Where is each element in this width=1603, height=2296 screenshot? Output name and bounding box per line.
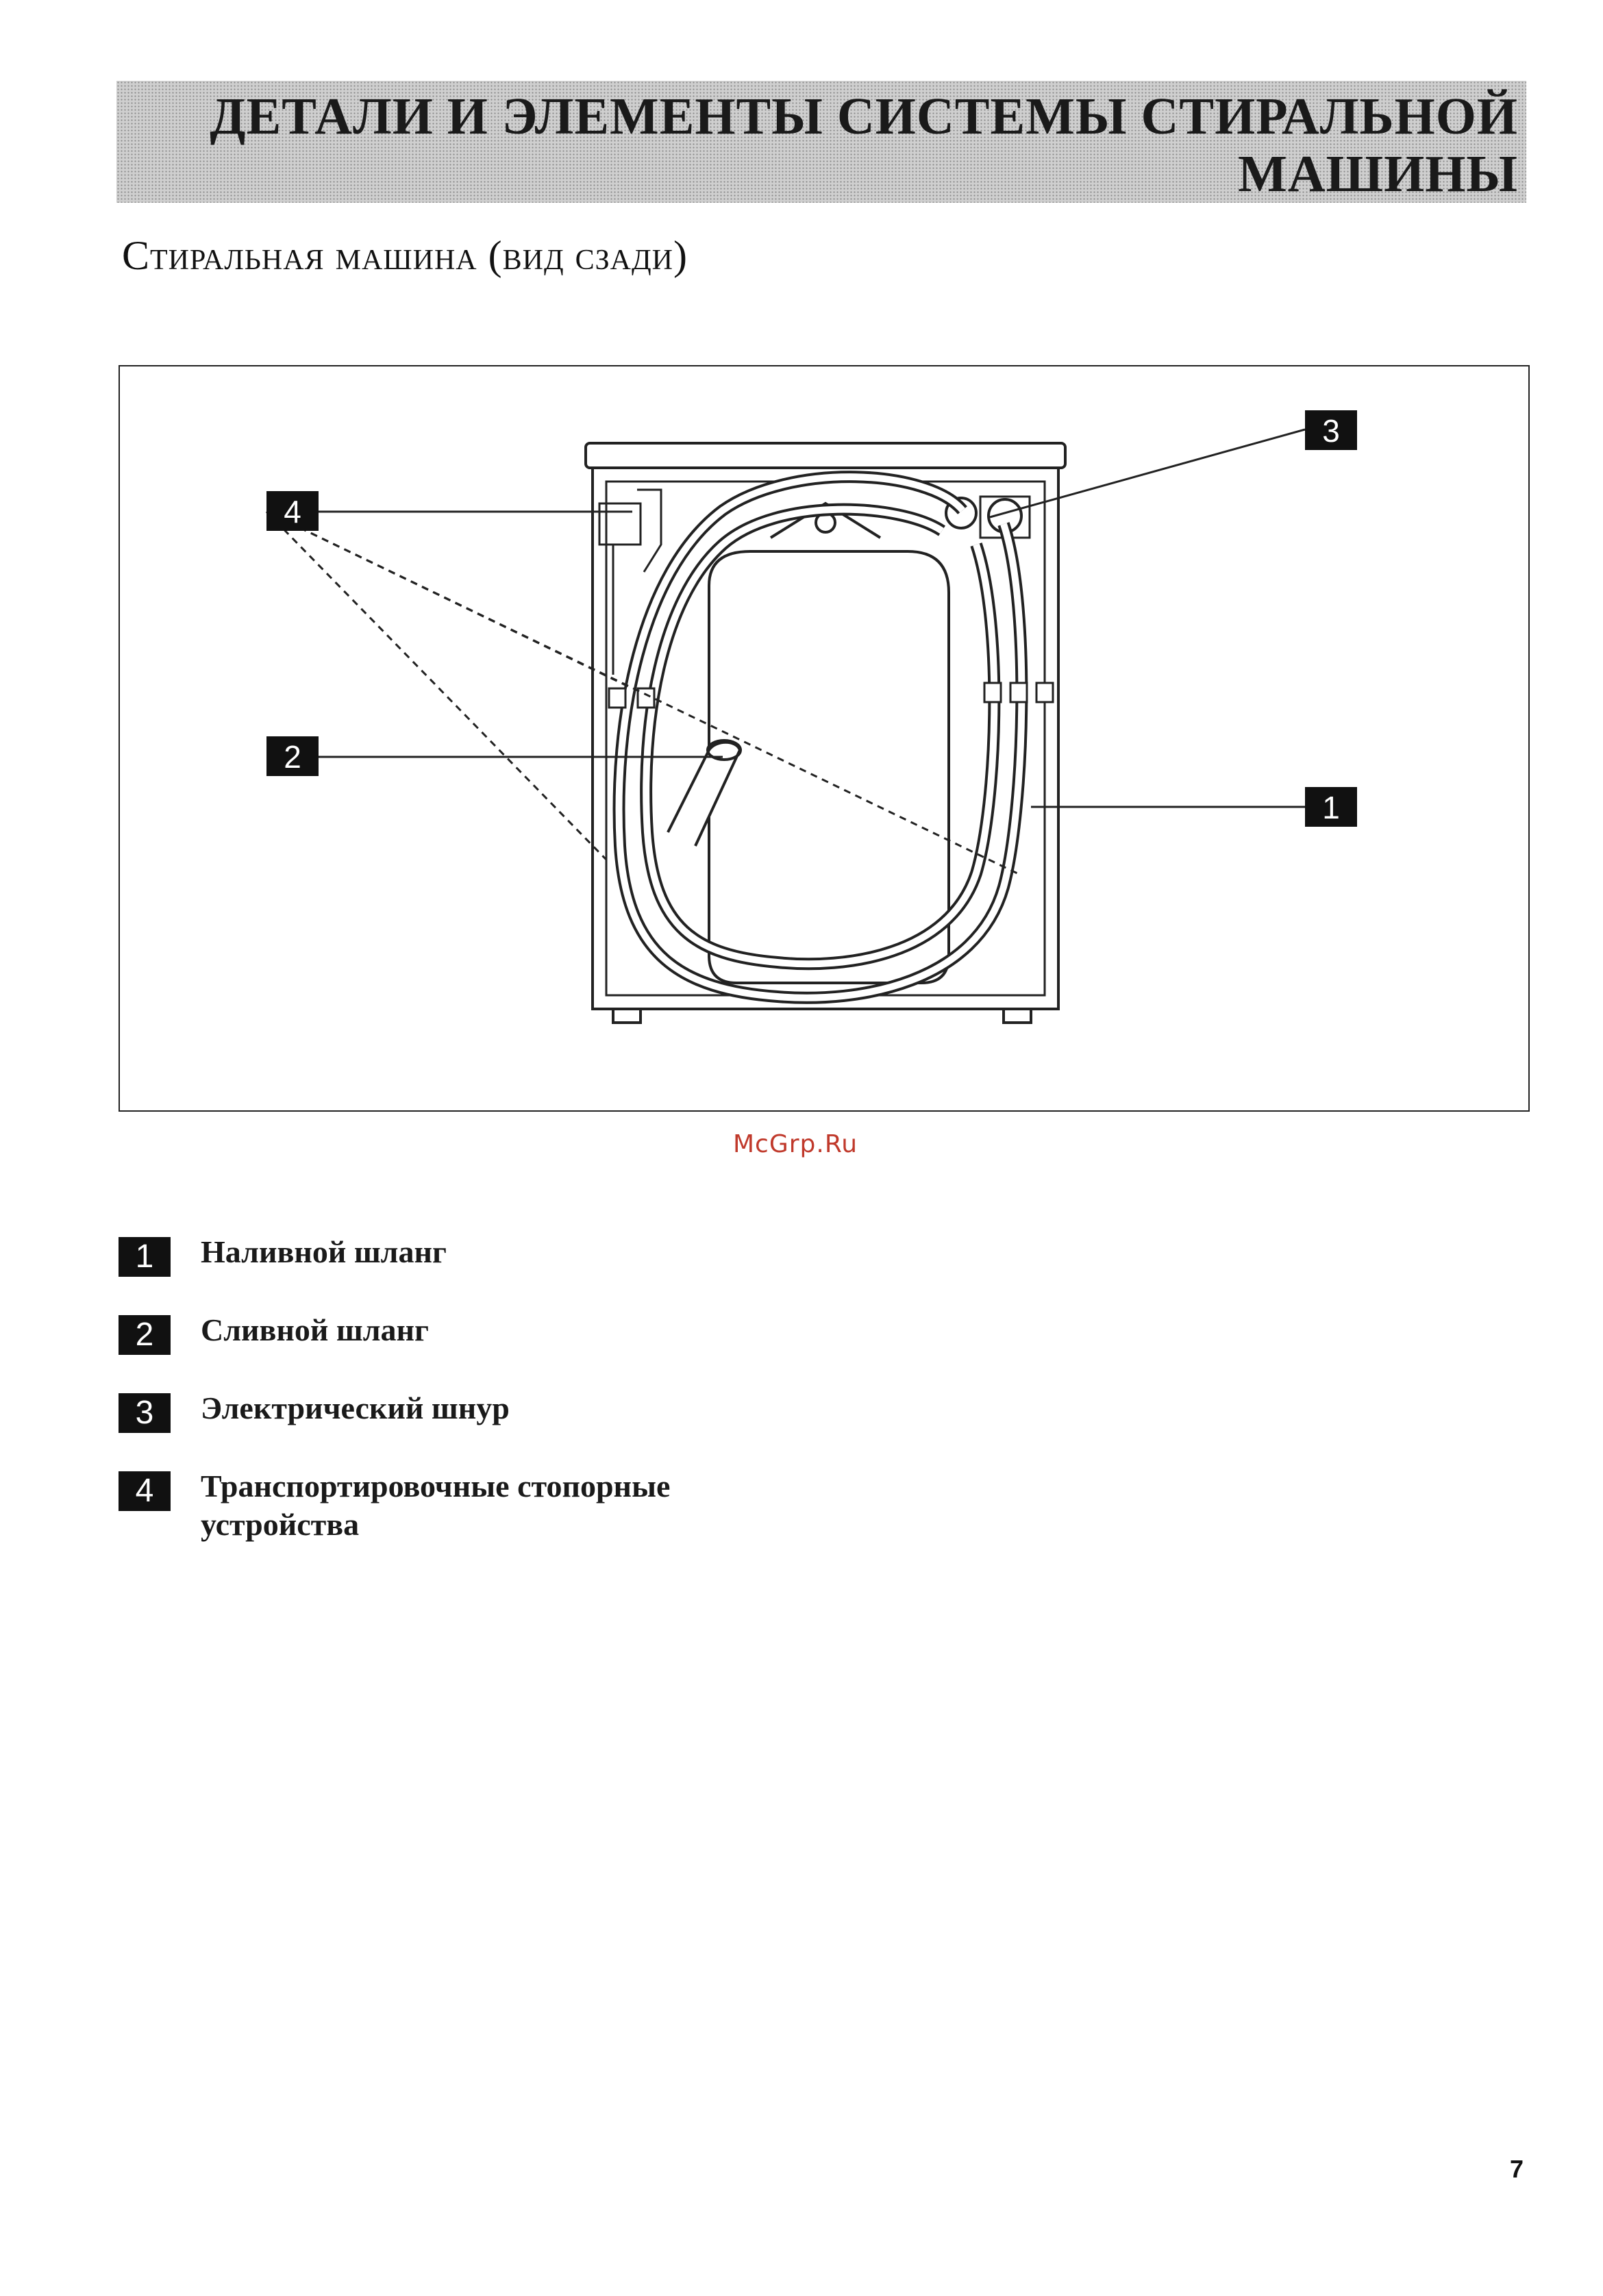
machine-top-panel bbox=[586, 443, 1065, 468]
callout-label-3: 3 bbox=[1305, 410, 1357, 450]
svg-text:1: 1 bbox=[1322, 790, 1340, 825]
machine-foot-left bbox=[613, 1009, 641, 1023]
washing-machine-rear-view-figure: 4 2 3 1 bbox=[119, 365, 1530, 1112]
legend-badge: 4 bbox=[119, 1471, 171, 1511]
legend-badge: 1 bbox=[119, 1237, 171, 1277]
page-number: 7 bbox=[1510, 2155, 1524, 2184]
page-title-line-1: Детали и элементы системы стиральной bbox=[210, 89, 1518, 144]
legend-text: Наливной шланг bbox=[201, 1233, 886, 1271]
svg-text:2: 2 bbox=[284, 739, 301, 775]
svg-text:4: 4 bbox=[284, 494, 301, 529]
watermark: McGrp.Ru bbox=[733, 1130, 858, 1158]
machine-foot-right bbox=[1004, 1009, 1031, 1023]
svg-text:3: 3 bbox=[1322, 413, 1340, 449]
hose-clip-right-2 bbox=[1010, 683, 1027, 702]
legend-badge: 3 bbox=[119, 1393, 171, 1433]
title-banner: Детали и элементы системы стиральной маш… bbox=[116, 81, 1526, 203]
legend-badge: 2 bbox=[119, 1315, 171, 1355]
drum-outline bbox=[709, 551, 949, 983]
drain-hose-inner bbox=[646, 510, 994, 964]
legend-text: Транспортировочные стопорные устройства bbox=[201, 1467, 762, 1544]
callout-label-4: 4 bbox=[266, 491, 319, 531]
legend-text: Электрический шнур bbox=[201, 1389, 886, 1427]
section-subtitle: Стиральная машина (вид сзади) bbox=[122, 232, 688, 279]
legend-text: Сливной шланг bbox=[201, 1311, 886, 1349]
hose-clip-left-2 bbox=[638, 688, 654, 708]
washing-machine-illustration: 4 2 3 1 bbox=[120, 366, 1528, 1110]
callout-label-2: 2 bbox=[266, 736, 319, 776]
hose-clip-right-1 bbox=[984, 683, 1001, 702]
hose-clip-left-1 bbox=[609, 688, 625, 708]
callout-label-1: 1 bbox=[1305, 787, 1357, 827]
leader-line-4-dashed-a bbox=[266, 512, 606, 860]
hose-clip-right-3 bbox=[1036, 683, 1053, 702]
page-title-line-2: машины bbox=[1238, 147, 1518, 201]
